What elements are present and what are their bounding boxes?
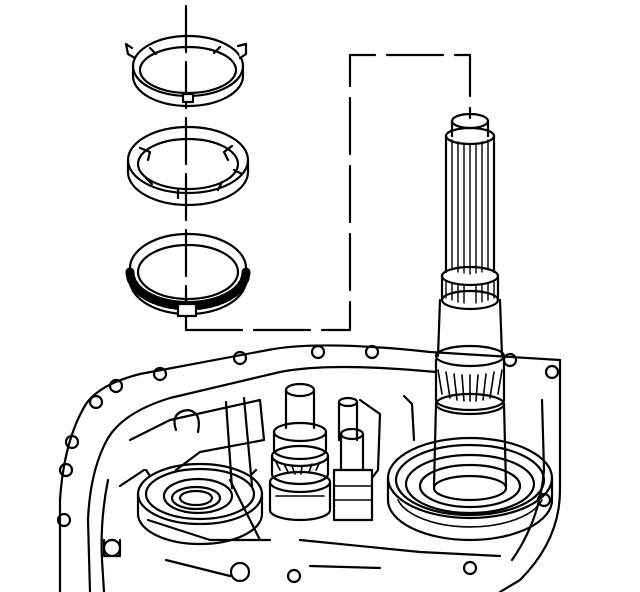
input-shaft — [432, 112, 508, 502]
main-bearing-race — [386, 436, 554, 542]
shift-rail-pins — [332, 396, 374, 522]
bearing-housing-left — [136, 462, 264, 546]
synchronizer-cone-middle — [126, 125, 250, 207]
synchronizer-ring-top — [124, 34, 248, 108]
alignment-leader-lines — [184, 4, 472, 332]
blocking-ring-toothed — [125, 232, 251, 318]
countershaft-gear-cluster — [268, 382, 332, 522]
transmission-case — [56, 344, 562, 592]
